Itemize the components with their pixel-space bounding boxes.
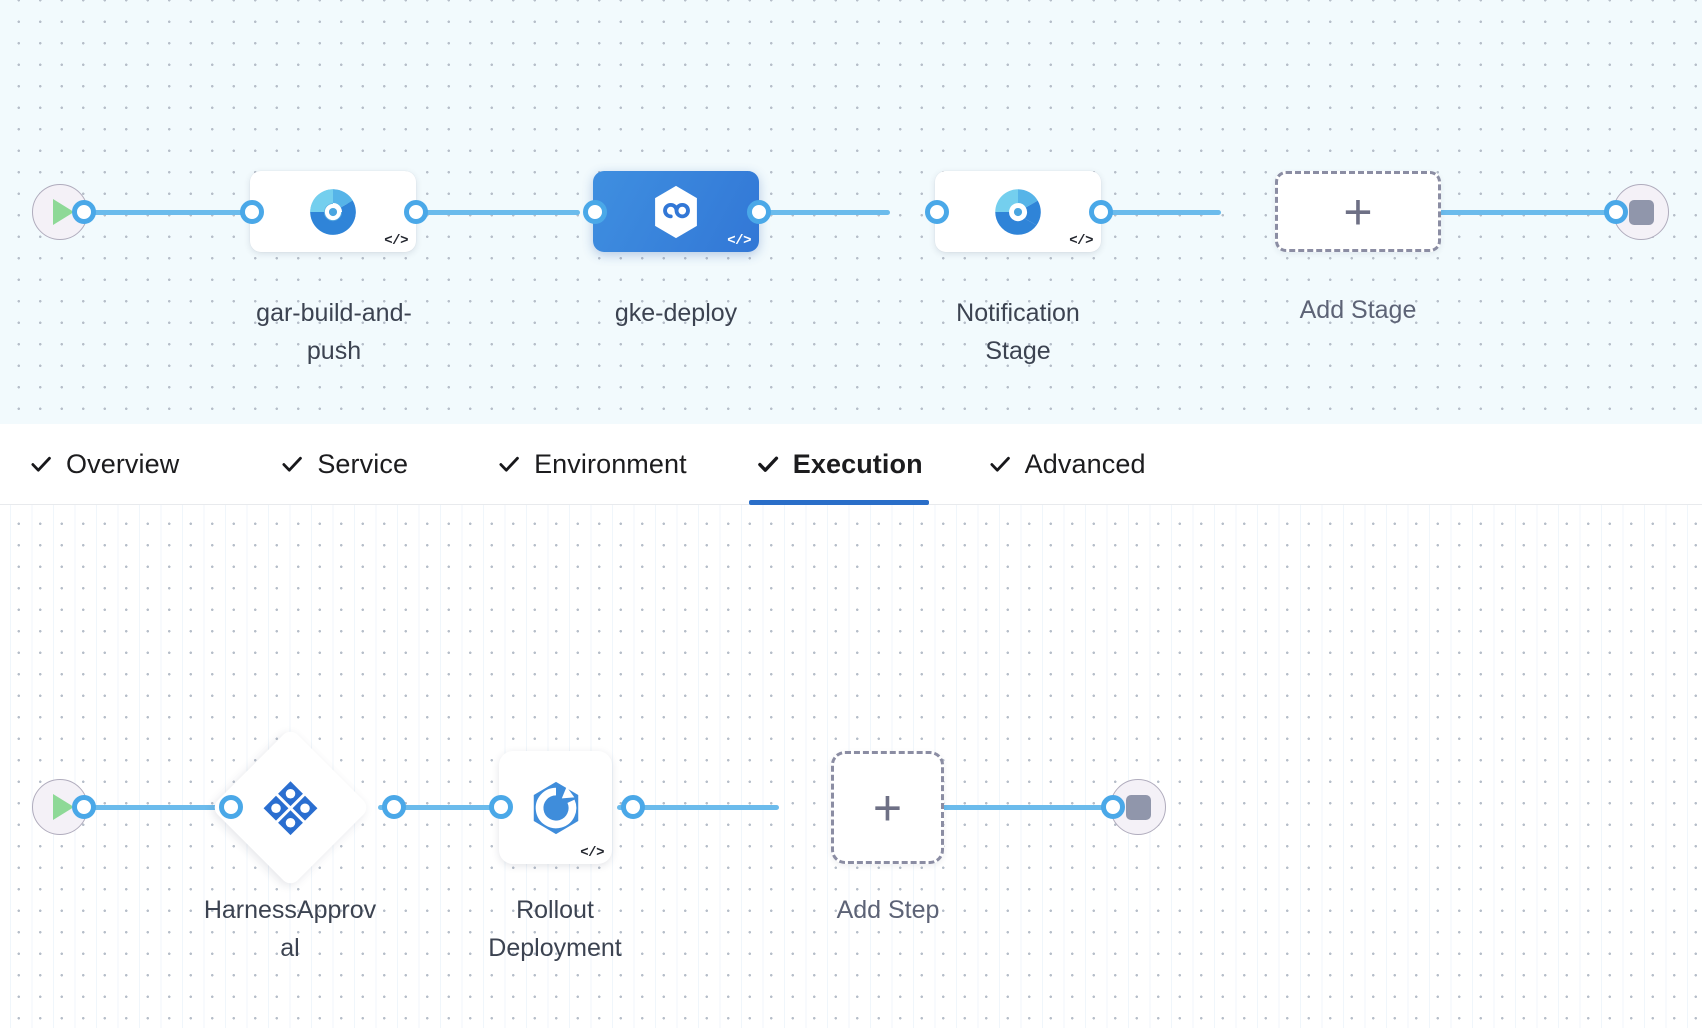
tab-label-execution: Execution [792,448,923,479]
edge-stage-1-to-stage-2 [400,210,580,215]
step-label-rollout-deployment: Rollout Deployment [488,896,622,962]
edge-add-stage-to-end [1338,210,1620,215]
edge-exec-start-to-step-1 [82,805,232,810]
check-icon [279,451,305,477]
plus-icon: + [872,779,903,836]
port-step2-in[interactable] [489,795,513,819]
edge-start-to-stage-1 [82,210,254,215]
edge-step-1-to-step-2 [378,805,508,810]
tab-active-indicator [748,499,929,505]
stage-node-notification-stage[interactable]: </> [935,171,1101,252]
yaml-code-badge: </> [580,845,604,861]
stop-icon [1628,199,1654,225]
edge-step-2-to-add-step [617,805,779,810]
add-step-button[interactable]: + [831,751,944,864]
rollout-deployment-icon [533,781,578,834]
port-stage2-in[interactable] [583,200,607,224]
check-icon [987,451,1013,477]
tab-label-advanced: Advanced [1024,448,1146,479]
step-label-harness-approval: HarnessApprov al [203,896,377,962]
edge-stage-3-to-add-stage [1025,210,1221,215]
check-icon [755,451,781,477]
harness-ci-build-icon [995,188,1041,235]
port-step1-out[interactable] [382,795,406,819]
edge-add-step-to-exec-end [893,805,1115,810]
yaml-code-badge: </> [1069,233,1093,249]
stage-config-tabs[interactable]: Overview Service Environment Execution A… [0,424,1702,505]
add-stage-label: Add Stage [1299,296,1417,324]
play-icon [52,199,74,225]
port-stage1-out[interactable] [404,200,428,224]
check-icon [496,451,522,477]
port-end-in[interactable] [1604,200,1628,224]
execution-graph-canvas[interactable]: HarnessApprov al </> Rollout Deployment … [0,505,1702,1028]
tab-overview[interactable]: Overview [22,424,185,505]
check-icon [28,451,54,477]
port-stage3-out[interactable] [1089,200,1113,224]
stage-graph-canvas[interactable]: </> gar-build-and- push </> gke-deploy <… [0,0,1702,424]
port-stage1-in[interactable] [240,200,264,224]
stage-label-notification-stage: Notification Stage [956,299,1080,365]
tab-label-environment: Environment [534,448,687,479]
tab-label-service: Service [317,448,409,479]
tab-environment[interactable]: Environment [490,424,693,505]
port-step2-out[interactable] [621,795,645,819]
tab-advanced[interactable]: Advanced [981,424,1152,505]
yaml-code-badge: </> [384,233,408,249]
harness-cd-deploy-icon [655,185,697,238]
port-step1-in[interactable] [219,795,243,819]
stage-node-gar-build-and-push[interactable]: </> [250,171,416,252]
port-stage2-out[interactable] [747,200,771,224]
stage-label-gar-build-and-push: gar-build-and- push [256,299,412,365]
port-exec-end-in[interactable] [1101,795,1125,819]
stage-label-gke-deploy: gke-deploy [614,299,738,327]
tab-execution[interactable]: Execution [748,424,929,505]
yaml-code-badge: </> [727,233,751,249]
add-stage-button[interactable]: + [1275,171,1441,252]
harness-approval-icon [262,779,320,837]
step-node-rollout-deployment[interactable]: </> [499,751,612,864]
stop-icon [1125,794,1151,820]
add-step-label: Add Step [836,896,940,924]
port-exec-start-out[interactable] [72,795,96,819]
port-start-out[interactable] [72,200,96,224]
edge-stage-2-to-stage-3 [712,210,890,215]
harness-ci-build-icon [310,188,356,235]
tab-service[interactable]: Service [273,424,414,505]
port-stage3-in[interactable] [925,200,949,224]
stage-node-gke-deploy[interactable]: </> [593,171,759,252]
tab-label-overview: Overview [66,448,180,479]
plus-icon: + [1343,183,1373,240]
step-node-harness-approval[interactable] [210,727,371,888]
play-icon [52,794,74,820]
